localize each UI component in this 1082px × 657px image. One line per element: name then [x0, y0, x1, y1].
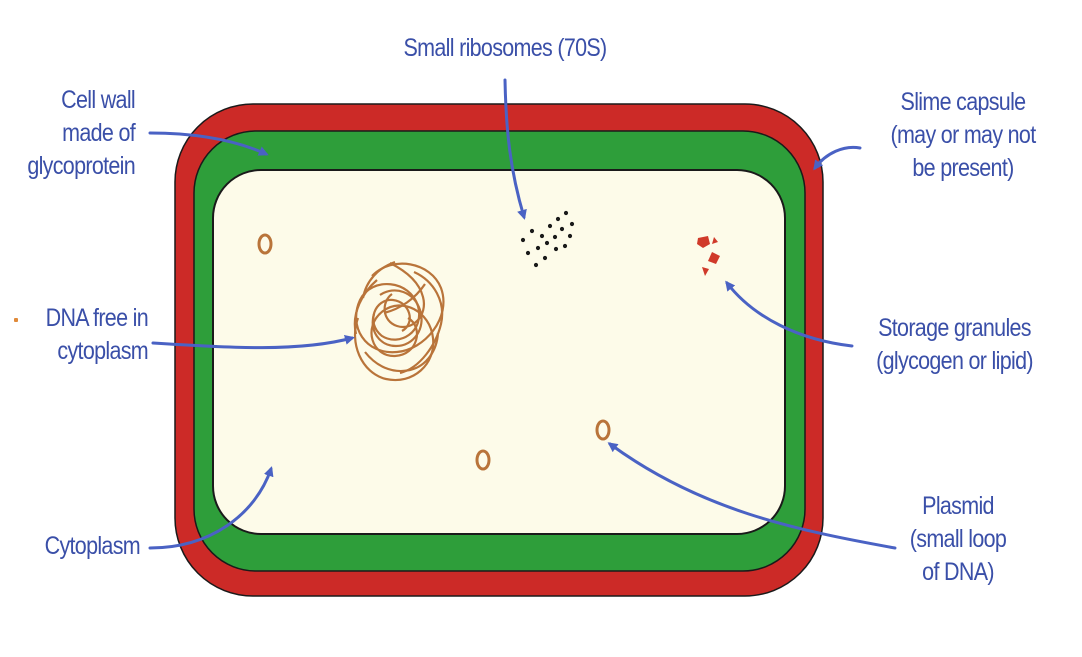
ribosomes: [520, 210, 575, 268]
plasmid-loop: [257, 233, 273, 255]
cytoplasm-label-text: Cytoplasm: [44, 532, 141, 560]
label-plasmid: Plasmid (small loop of DNA): [889, 490, 1027, 589]
cytoplasm-region: [212, 169, 786, 535]
plasmid-loop: [475, 449, 491, 471]
dna-line-1: DNA free in: [45, 304, 149, 332]
label-slime-capsule: Slime capsule (may or may not be present…: [873, 86, 1054, 185]
arrow-cytoplasm: [148, 466, 274, 550]
dna-line-2: cytoplasm: [57, 337, 149, 365]
cell-wall-line-3: glycoprotein: [27, 152, 135, 180]
plasmid-line-1: Plasmid: [922, 492, 994, 520]
storage-granules: [697, 236, 720, 276]
label-cytoplasm: Cytoplasm: [20, 530, 141, 563]
arrow-dna: [151, 334, 355, 350]
label-dna: DNA free in cytoplasm: [21, 302, 149, 368]
slime-capsule-line-3: be present): [912, 154, 1014, 182]
arrow-ribosomes: [503, 78, 527, 220]
cell-wall-line-2: made of: [62, 119, 136, 147]
slime-capsule-line-2: (may or may not: [890, 121, 1036, 149]
cell-wall-line-1: Cell wall: [61, 86, 136, 114]
arrow-storage: [725, 280, 854, 348]
slime-capsule-line-1: Slime capsule: [900, 88, 1027, 116]
ribosomes-label-text: Small ribosomes (70S): [403, 34, 607, 62]
label-ribosomes: Small ribosomes (70S): [355, 32, 656, 65]
label-storage-granules: Storage granules (glycogen or lipid): [858, 312, 1052, 378]
label-cell-wall: Cell wall made of glycoprotein: [19, 84, 135, 183]
arrow-slime-capsule: [813, 145, 862, 171]
label-arrows: [148, 78, 897, 550]
plasmid-loop: [595, 419, 611, 441]
storage-line-2: (glycogen or lipid): [876, 347, 1033, 375]
dna-tangle: [353, 260, 445, 382]
arrow-cell-wall: [148, 131, 269, 156]
plasmid-line-2: (small loop: [909, 525, 1007, 553]
arrow-plasmid: [607, 442, 897, 550]
bullet-mark: [14, 318, 18, 322]
plasmid-line-3: of DNA): [922, 558, 994, 586]
storage-line-1: Storage granules: [878, 314, 1031, 342]
